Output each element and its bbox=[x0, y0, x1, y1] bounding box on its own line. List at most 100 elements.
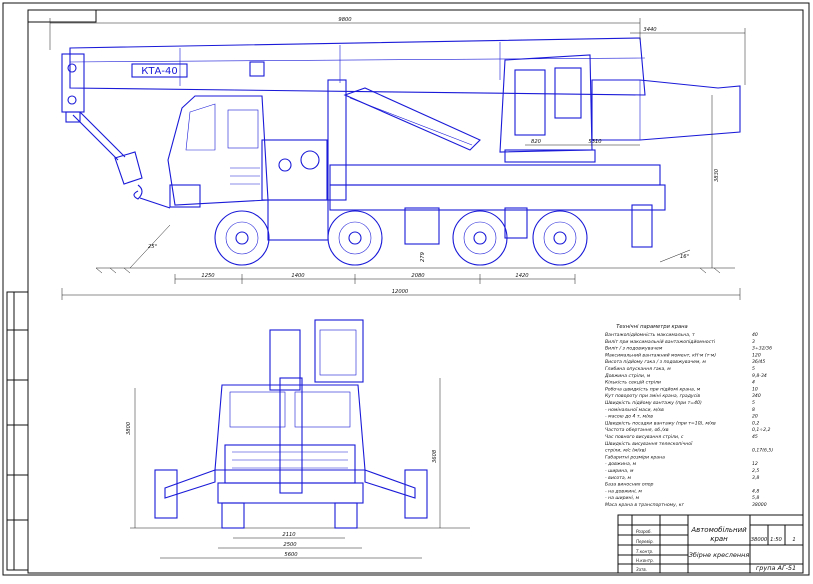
title-mass: 38000 bbox=[751, 537, 768, 543]
operator-cab bbox=[499, 54, 596, 163]
hook-block bbox=[114, 151, 143, 185]
front-dim-track: 2110 bbox=[282, 532, 296, 538]
wheel-1 bbox=[214, 210, 270, 266]
side-view: КТА-40 bbox=[49, 17, 746, 300]
spec-label: - на ширині, м bbox=[605, 495, 640, 501]
spec-label: Максимальний вантажний момент, кН·м (т·м… bbox=[605, 352, 716, 358]
role-2: Перевір. bbox=[636, 539, 654, 544]
spec-value: 0,2 bbox=[752, 420, 759, 426]
role-4: Н.контр. bbox=[636, 558, 654, 563]
spec-value: 20 bbox=[752, 414, 758, 420]
spec-label: Кількість секцій стріли bbox=[605, 380, 661, 386]
spec-label: Кут повороту при зміні крана, градусів bbox=[605, 393, 700, 399]
wheel-4 bbox=[532, 210, 588, 266]
dim-bottom-4: 1420 bbox=[515, 273, 529, 279]
hook bbox=[133, 184, 143, 200]
spec-value: 3 bbox=[752, 339, 755, 345]
spec-label: - висота, м bbox=[605, 476, 632, 481]
front-dim-height-left: 3800 bbox=[126, 421, 132, 435]
spec-value: 0,1÷2,2 bbox=[752, 427, 771, 433]
spec-rows: Вантажопідйомність максимальна, т 40Виліт… bbox=[604, 332, 773, 508]
spec-label: Виліт при максимальній вантажопідйомност… bbox=[605, 339, 716, 345]
spec-label: - ширина, м bbox=[605, 469, 634, 474]
spec-label: - на довжині, м bbox=[605, 488, 642, 494]
wheel-2 bbox=[327, 210, 383, 266]
dim-cab-2: 5310 bbox=[588, 139, 602, 145]
title-block: Розроб. Перевір. Т.контр. Н.контр. Затв.… bbox=[617, 514, 804, 574]
spec-label: Швидкість висування телескопічної bbox=[605, 441, 693, 447]
angle-rear: 16° bbox=[680, 254, 690, 260]
angle-front: 25° bbox=[148, 244, 158, 250]
spec-value: 3,8 bbox=[752, 475, 759, 481]
spec-label: - довжина, м bbox=[605, 462, 637, 467]
spec-label: Швидкість підйому вантажу (при т=40) bbox=[605, 400, 702, 406]
corner-stamp bbox=[27, 9, 97, 23]
front-cab bbox=[214, 384, 366, 471]
boom-label-box bbox=[131, 63, 188, 78]
wheel-3 bbox=[452, 210, 508, 266]
dim-bottom-3: 2080 bbox=[411, 273, 425, 279]
spec-label: Вантажопідйомність максимальна, т bbox=[605, 332, 695, 338]
dim-clearance: 279 bbox=[420, 252, 426, 262]
boom-label: КТА-40 bbox=[141, 66, 177, 77]
engine-block bbox=[261, 139, 328, 201]
title-scale: 1:50 bbox=[770, 537, 782, 543]
spec-value: 5 bbox=[752, 400, 755, 406]
left-stamp bbox=[6, 291, 29, 571]
role-1: Розроб. bbox=[636, 529, 652, 534]
spec-value: 40 bbox=[752, 332, 758, 338]
title-sheet: 1 bbox=[792, 537, 795, 543]
spec-label: Частота обертання, об./хв bbox=[605, 427, 669, 433]
spec-value: 3÷32/36 bbox=[752, 346, 772, 352]
dim-bottom-1: 1250 bbox=[201, 273, 215, 279]
title-group: група АГ-51 bbox=[756, 564, 796, 572]
front-dim-height-right: 3608 bbox=[432, 449, 438, 463]
spec-label: Маса крана в транспортному, кг bbox=[605, 502, 685, 508]
boom-support bbox=[327, 79, 347, 201]
spec-value: 8 bbox=[752, 407, 755, 413]
spec-value: 120 bbox=[752, 352, 761, 358]
dim-bottom-2: 1400 bbox=[291, 273, 305, 279]
spec-label: Час повного висування стріли, с bbox=[605, 434, 684, 440]
front-dim-outrigger: 5600 bbox=[284, 552, 298, 558]
spec-value: 340 bbox=[752, 393, 761, 399]
spec-value: 45 bbox=[752, 434, 758, 440]
spec-label: Робоча швидкість при підйомі крана, м bbox=[605, 386, 701, 392]
spec-value: 9,8-34 bbox=[752, 373, 767, 379]
spec-label: Глибина опускання гака, м bbox=[605, 366, 671, 372]
spec-label: - номінальної маси, м/хв bbox=[605, 407, 664, 413]
spec-label: Швидкість посадки вантажу (при т=10), м/… bbox=[605, 420, 716, 426]
spec-label: Габаритні розміри крана bbox=[605, 454, 665, 460]
spec-value: 5,8 bbox=[752, 495, 759, 501]
outer-frame bbox=[2, 2, 810, 576]
spec-label: Виліт / з подовжувачем bbox=[605, 346, 663, 352]
spec-value: 4,8 bbox=[752, 488, 759, 494]
spec-value: 4 bbox=[752, 380, 755, 386]
title-drawing: Збірне креслення bbox=[689, 551, 750, 559]
dim-overall-top: 9800 bbox=[338, 17, 352, 23]
spec-value: 38000 bbox=[752, 502, 767, 508]
spec-label: Довжина стріли, м bbox=[604, 373, 651, 379]
spec-value: 5 bbox=[752, 366, 755, 372]
spec-value: 12 bbox=[752, 461, 758, 467]
lift-cylinder bbox=[343, 87, 481, 151]
spec-label: стріли, м/с (м/хв) bbox=[605, 448, 646, 454]
dim-cab-1: 820 bbox=[531, 139, 542, 145]
front-view: 3800 3608 2110 2500 5600 bbox=[126, 319, 470, 559]
specs-title: Технічні параметри крана bbox=[616, 324, 687, 330]
outrigger-box bbox=[404, 207, 440, 245]
spec-value: 0,17(6,5) bbox=[752, 448, 773, 454]
dim-height: 3830 bbox=[714, 168, 720, 182]
spec-label: - масою до 4 т, м/хв bbox=[605, 414, 653, 420]
spec-value: 36/45 bbox=[752, 359, 765, 365]
title-name-2: кран bbox=[710, 535, 728, 543]
role-3: Т.контр. bbox=[636, 549, 653, 554]
spec-label: База виносних опор bbox=[605, 482, 654, 488]
spec-value: 10 bbox=[752, 386, 758, 392]
specs-table: Технічні параметри крана Вантажопідйомні… bbox=[604, 324, 773, 508]
counterweight bbox=[591, 79, 741, 141]
role-5: Затв. bbox=[636, 567, 647, 572]
chassis-frame bbox=[329, 164, 661, 186]
